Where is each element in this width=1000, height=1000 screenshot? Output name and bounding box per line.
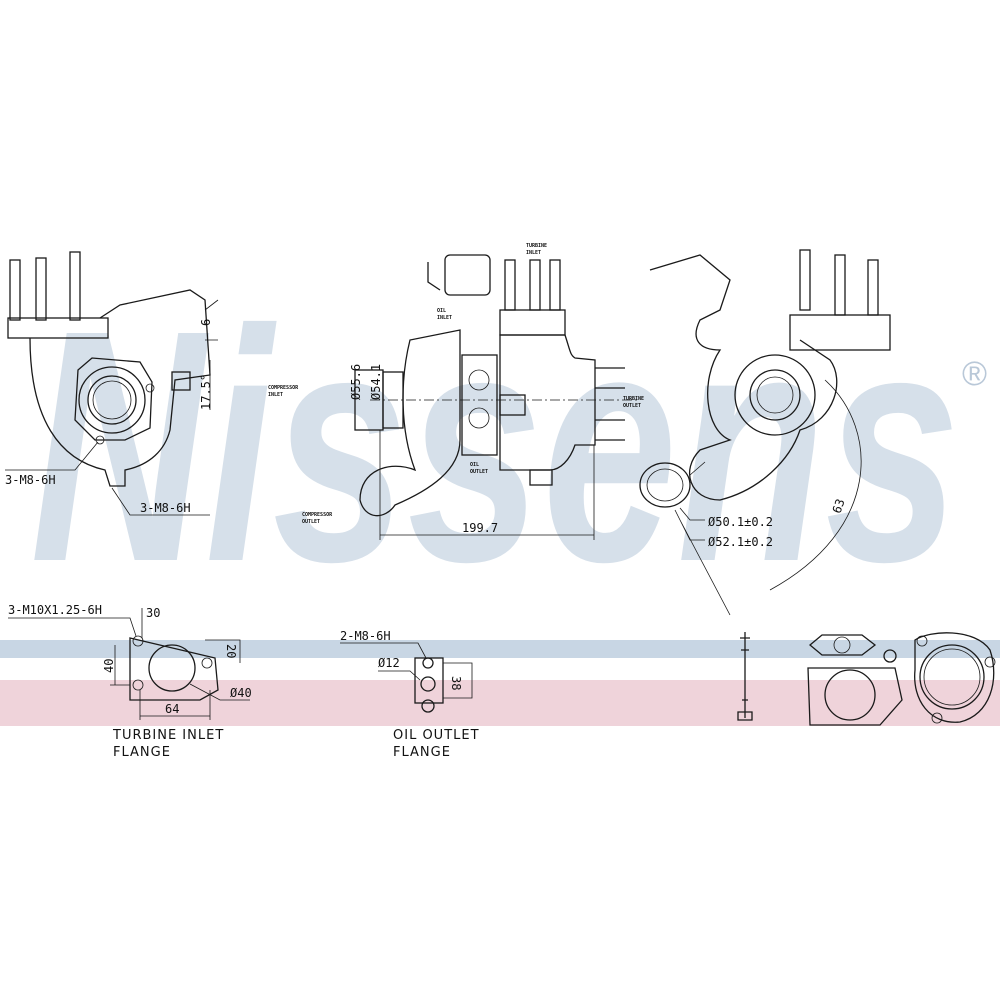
nissens-watermark: Nissens: [30, 261, 960, 630]
dia-outer-label: Ø55.6: [349, 364, 363, 400]
dia-b-label: Ø52.1±0.2: [708, 535, 773, 549]
oil-flange-dia: Ø12: [378, 656, 400, 670]
turbine-inlet-label: TURBINE: [526, 243, 547, 249]
length-dim-label: 199.7: [462, 521, 498, 535]
turbine-flange-dim-64: 64: [165, 702, 179, 716]
oil-outlet-flange: 2-M8-6H Ø12 38 OIL OUTLET FLANGE: [340, 629, 480, 760]
gaskets-and-bolt: [737, 632, 996, 726]
center-view: 199.7 Ø55.6 Ø54.1 COMPRESSOR INLET COMPR…: [268, 243, 644, 540]
oil-flange-title: OIL OUTLET: [393, 728, 480, 743]
turbine-flange-thread: 3-M10X1.25-6H: [8, 603, 102, 617]
turbine-flange-dim-20: 20: [224, 644, 238, 658]
turbine-flange-dim-40: 40: [102, 659, 116, 673]
registered-mark: ®: [962, 355, 987, 393]
turbine-inlet-label-2: INLET: [526, 250, 541, 256]
turbine-outlet-label: TURBINE: [623, 396, 644, 402]
turbine-flange-dim-30: 30: [146, 606, 160, 620]
oil-inlet-label: OIL: [437, 308, 446, 314]
oil-flange-dim-38: 38: [449, 676, 463, 690]
turbine-inlet-flange: 3-M10X1.25-6H 30 40 20 Ø40 64 TURBINE IN…: [8, 603, 252, 760]
turbine-flange-title: TURBINE INLET: [112, 728, 224, 743]
oil-outlet-label-2: OUTLET: [470, 469, 488, 475]
turbine-flange-dia: Ø40: [230, 686, 252, 700]
blue-band: [0, 640, 1000, 658]
compressor-inlet-label-2: INLET: [268, 392, 283, 398]
oil-flange-title-2: FLANGE: [393, 745, 451, 760]
angle-label: 17.5°: [199, 374, 213, 410]
oil-inlet-label-2: INLET: [437, 315, 452, 321]
oil-flange-thread: 2-M8-6H: [340, 629, 391, 643]
compressor-inlet-label: COMPRESSOR: [268, 385, 299, 391]
compressor-outlet-label: COMPRESSOR: [302, 512, 333, 518]
dim-63-label: 63: [830, 497, 848, 515]
pink-band: [0, 680, 1000, 726]
turbine-outlet-label-2: OUTLET: [623, 403, 641, 409]
turbine-flange-title-2: FLANGE: [113, 745, 171, 760]
thread-label-b: 3-M8-6H: [140, 501, 191, 515]
right-view: Ø50.1±0.2 Ø52.1±0.2 63: [639, 249, 891, 616]
left-view: 6 17.5° 3-M8-6H 3-M8-6H: [5, 251, 219, 516]
compressor-outlet-label-2: OUTLET: [302, 519, 320, 525]
dia-inner-label: Ø54.1: [369, 364, 383, 400]
dim-6-label: 6: [199, 319, 213, 326]
dia-a-label: Ø50.1±0.2: [708, 515, 773, 529]
thread-label-a: 3-M8-6H: [5, 473, 56, 487]
oil-outlet-label: OIL: [470, 462, 479, 468]
